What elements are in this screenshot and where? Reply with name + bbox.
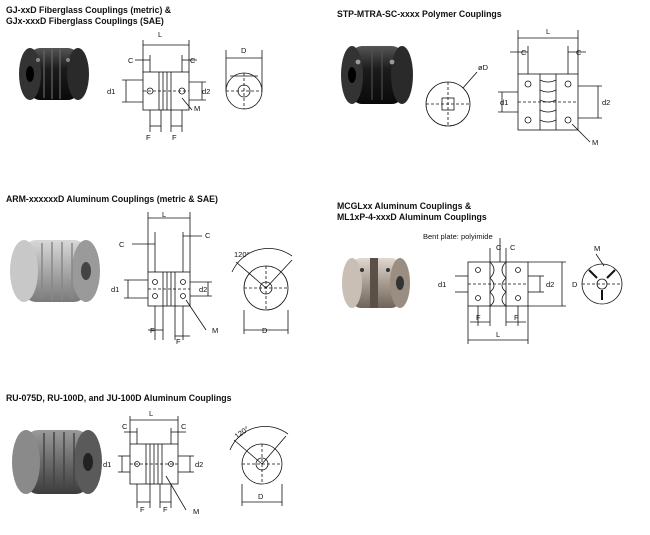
mcgl-bent-plate-note: Bent plate: polyimide	[423, 232, 493, 241]
arm-label-D: D	[262, 326, 268, 335]
ru-label-F-right: F	[163, 505, 168, 514]
section-title: GJ-xxD Fiberglass Couplings (metric) &	[6, 5, 172, 16]
arm-label-M: M	[212, 326, 219, 335]
mcgl-label-d2: d2	[546, 280, 555, 289]
mcgl-label-D: D	[572, 280, 578, 289]
section-title: RU-075D, RU-100D, and JU-100D Aluminum C…	[6, 393, 232, 404]
section-title: ARM-xxxxxxD Aluminum Couplings (metric &…	[6, 194, 218, 205]
gj-label-M: M	[194, 104, 201, 113]
ru-label-d1: d1	[103, 460, 112, 469]
stp-label-D: øD	[478, 63, 488, 72]
ru-label-C-right: C	[181, 422, 187, 431]
gj-label-C-right: C	[190, 56, 196, 65]
stp-label-L: L	[546, 27, 551, 36]
arm-label-C-right: C	[205, 231, 211, 240]
mcgl-label-d1: d1	[438, 280, 447, 289]
gj-label-d1: d1	[107, 87, 116, 96]
stp-label-d1: d1	[500, 98, 509, 107]
stp-label-M: M	[592, 138, 599, 147]
ru-label-L: L	[149, 409, 154, 418]
mcgl-label-F-right: F	[514, 313, 519, 322]
section-title: STP-MTRA-SC-xxxx Polymer Couplings	[337, 9, 502, 20]
gj-label-L: L	[158, 30, 163, 39]
stp-label-d2: d2	[602, 98, 611, 107]
gj-label-F-right: F	[172, 133, 177, 142]
gj-label-D: D	[241, 46, 247, 55]
ru-label-M: M	[193, 507, 200, 516]
stp-label-C-right: C	[576, 48, 582, 57]
section-title: ML1xP-4-xxxD Aluminum Couplings	[337, 212, 487, 223]
arm-label-F-left: F	[150, 326, 155, 335]
section-title: MCGLxx Aluminum Couplings &	[337, 201, 472, 212]
ru-label-F-left: F	[140, 505, 145, 514]
ru-label-C-left: C	[122, 422, 128, 431]
arm-label-L: L	[162, 210, 167, 219]
ru-label-D: D	[258, 492, 264, 501]
arm-label-d1: d1	[111, 285, 120, 294]
ru-label-d2: d2	[195, 460, 204, 469]
gj-label-d2: d2	[202, 87, 211, 96]
gj-label-F-left: F	[146, 133, 151, 142]
arm-label-C-left: C	[119, 240, 125, 249]
mcgl-label-M: M	[594, 244, 601, 253]
stp-label-C-left: C	[521, 48, 527, 57]
arm-label-angle: 120°	[234, 250, 250, 259]
mcgl-label-L: L	[496, 330, 501, 339]
mcgl-label-C-left: C	[496, 243, 502, 252]
arm-label-F-right: F	[176, 337, 181, 346]
mcgl-label-C-right: C	[510, 243, 516, 252]
gj-label-C-left: C	[128, 56, 134, 65]
section-title: GJx-xxxD Fiberglass Couplings (SAE)	[6, 16, 164, 27]
arm-label-d2: d2	[199, 285, 208, 294]
mcgl-label-F-left: F	[476, 313, 481, 322]
